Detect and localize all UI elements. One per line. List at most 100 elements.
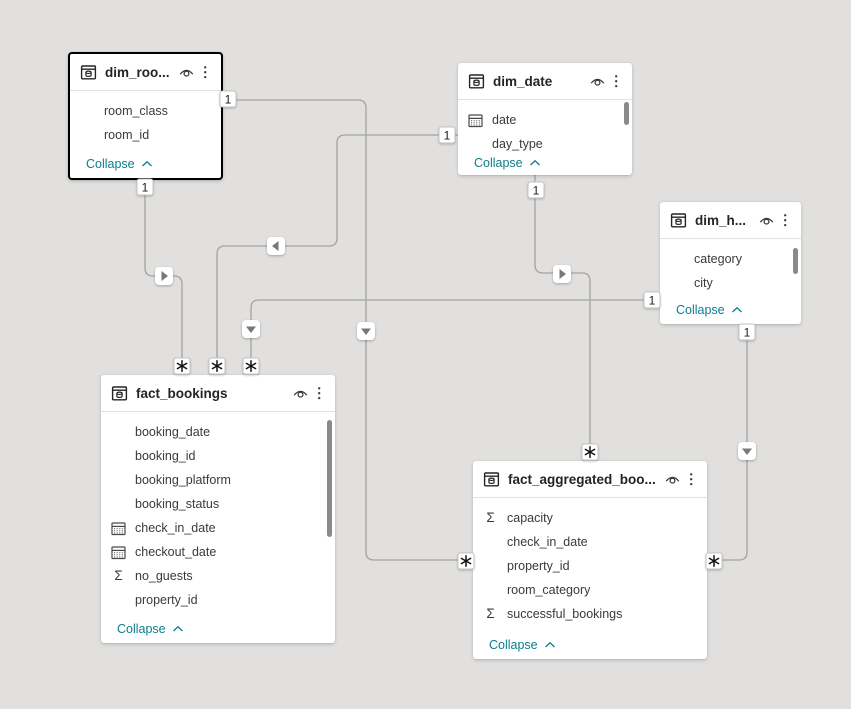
relationship-line-dim_hotels-fact_aggregated_bookings[interactable] [722,324,748,561]
chevron-up-icon [172,625,184,633]
field-icon-empty [669,275,686,292]
field-icon-empty [482,534,499,551]
table-icon [483,471,500,488]
collapse-label: Collapse [489,638,538,652]
eye-icon[interactable] [755,210,777,230]
cardinality-badge-one: 1 [643,291,661,309]
field-row-check_in_date[interactable]: check_in_date [101,516,335,540]
table-title: fact_bookings [136,385,228,401]
collapse-link[interactable]: Collapse [70,157,221,178]
filter-direction-arrow [553,265,571,283]
cardinality-badge-many [208,357,226,375]
table-icon [468,73,485,90]
field-row-booking_date[interactable]: booking_date [101,420,335,444]
field-name: property_id [507,559,570,573]
chevron-up-icon [544,641,556,649]
filter-direction-arrow [267,237,285,255]
table-card-header[interactable]: fact_aggregated_boo... [473,461,707,498]
field-row-room_category[interactable]: room_category [473,578,707,602]
field-name: property_id [135,593,198,607]
cardinality-badge-one: 1 [219,90,237,108]
field-name: checkout_date [135,545,217,559]
scrollbar-thumb[interactable] [327,420,332,537]
table-title: dim_h... [695,212,747,228]
eye-icon[interactable] [289,383,311,403]
field-icon-empty [482,582,499,599]
more-options-icon[interactable] [685,469,697,489]
field-row-property_id[interactable]: property_id [101,588,335,612]
field-icon-empty [467,136,484,153]
field-name: booking_status [135,497,220,511]
collapse-label: Collapse [117,622,166,636]
field-name: day_type [492,137,543,151]
field-row-property_id[interactable]: property_id [473,554,707,578]
cardinality-badge-many [581,443,599,461]
cardinality-badge-one: 1 [438,126,456,144]
scrollbar-thumb[interactable] [793,248,798,274]
collapse-link[interactable]: Collapse [458,156,632,175]
more-options-icon[interactable] [199,62,211,82]
table-card-header[interactable]: dim_h... [660,202,801,239]
field-name: booking_platform [135,473,231,487]
collapse-link[interactable]: Collapse [660,303,801,324]
table-title: fact_aggregated_boo... [508,471,656,487]
more-options-icon[interactable] [610,71,622,91]
field-name: room_category [507,583,591,597]
field-row-booking_id[interactable]: booking_id [101,444,335,468]
more-options-icon[interactable] [313,383,325,403]
collapse-link[interactable]: Collapse [473,638,707,659]
relationship-line-dim_date-fact_bookings[interactable] [216,134,458,358]
table-title: dim_date [493,73,553,89]
filter-direction-arrow [242,320,260,338]
field-name: city [694,276,713,290]
field-row-category[interactable]: category [660,247,801,271]
field-icon-empty [110,496,127,513]
field-row-date[interactable]: date [458,108,632,132]
more-options-icon[interactable] [779,210,791,230]
collapse-link[interactable]: Collapse [101,622,335,643]
eye-icon[interactable] [661,469,683,489]
field-icon-empty [482,558,499,575]
sigma-icon: Σ [114,568,123,584]
field-row-checkout_date[interactable]: checkout_date [101,540,335,564]
field-name: room_class [104,104,168,118]
table-card-header[interactable]: dim_date [458,63,632,100]
chevron-up-icon [529,159,541,167]
eye-icon[interactable] [175,62,197,82]
table-icon [670,212,687,229]
field-icon-empty [79,127,96,144]
collapse-label: Collapse [676,303,725,317]
field-row-day_type[interactable]: day_type [458,132,632,156]
cardinality-badge-many [457,552,475,570]
table-icon [111,385,128,402]
field-row-room_id[interactable]: room_id [70,123,221,147]
field-name: capacity [507,511,553,525]
field-row-room_class[interactable]: room_class [70,99,221,123]
field-list: category city [660,239,801,295]
eye-icon[interactable] [586,71,608,91]
cardinality-badge-many [242,357,260,375]
field-row-booking_platform[interactable]: booking_platform [101,468,335,492]
sigma-icon: Σ [486,606,495,622]
cardinality-badge-one: 1 [738,323,756,341]
field-name: category [694,252,742,266]
field-row-city[interactable]: city [660,271,801,295]
scrollbar-thumb[interactable] [624,102,629,125]
field-name: successful_bookings [507,607,623,621]
table-card-header[interactable]: fact_bookings [101,375,335,412]
field-row-check_in_date[interactable]: check_in_date [473,530,707,554]
field-name: booking_date [135,425,211,439]
relationship-line-dim_date-fact_aggregated_bookings[interactable] [534,174,591,444]
relationship-line-dim_hotels-fact_bookings[interactable] [250,299,660,358]
field-row-booking_status[interactable]: booking_status [101,492,335,516]
table-card-header[interactable]: dim_roo... [70,54,221,91]
table-icon [80,64,97,81]
